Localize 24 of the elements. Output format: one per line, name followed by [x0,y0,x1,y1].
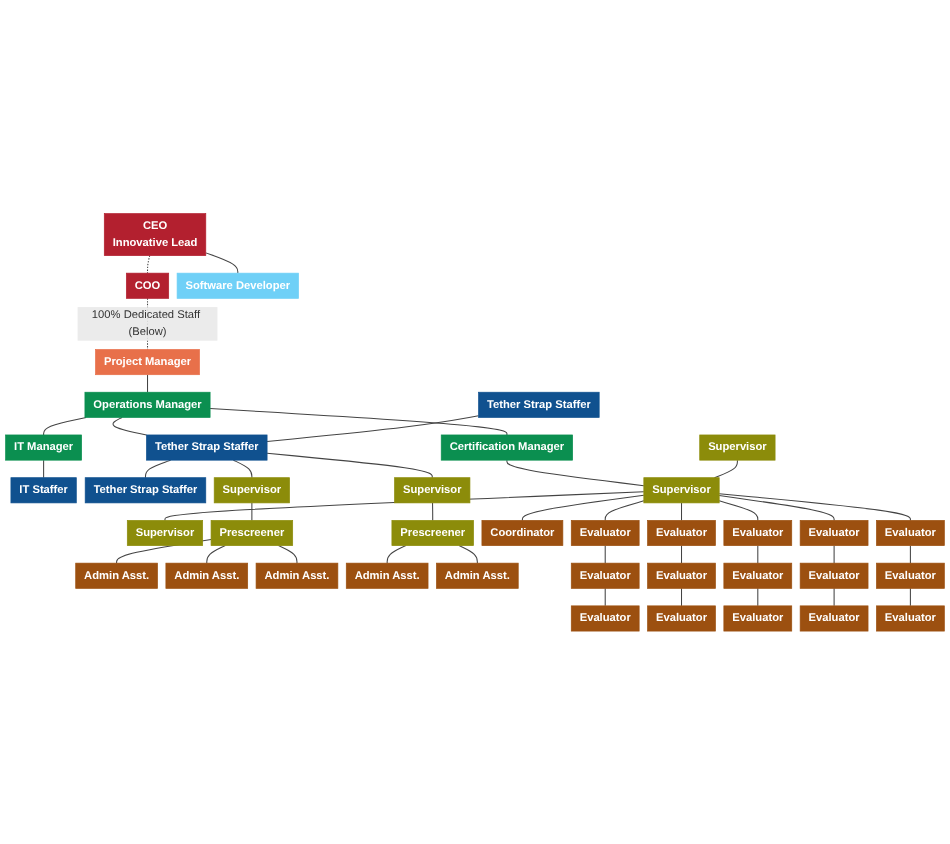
connector [251,502,253,521]
connector [43,416,87,436]
connector [604,499,645,521]
connector [112,416,147,436]
connector [209,407,508,436]
connector [147,254,151,274]
connector [147,373,149,393]
connector [206,544,226,564]
connector [718,494,835,521]
connector [266,414,480,442]
connector [277,544,298,564]
connector [144,459,172,478]
connector [718,492,911,521]
connector [205,252,239,274]
connector [458,544,478,564]
connector [266,452,433,478]
connector [521,494,645,521]
connector [833,544,835,564]
connector [718,499,759,521]
connector [232,459,253,478]
connector [713,459,738,478]
connector [386,544,407,564]
connector [506,459,645,486]
connector [833,587,835,607]
